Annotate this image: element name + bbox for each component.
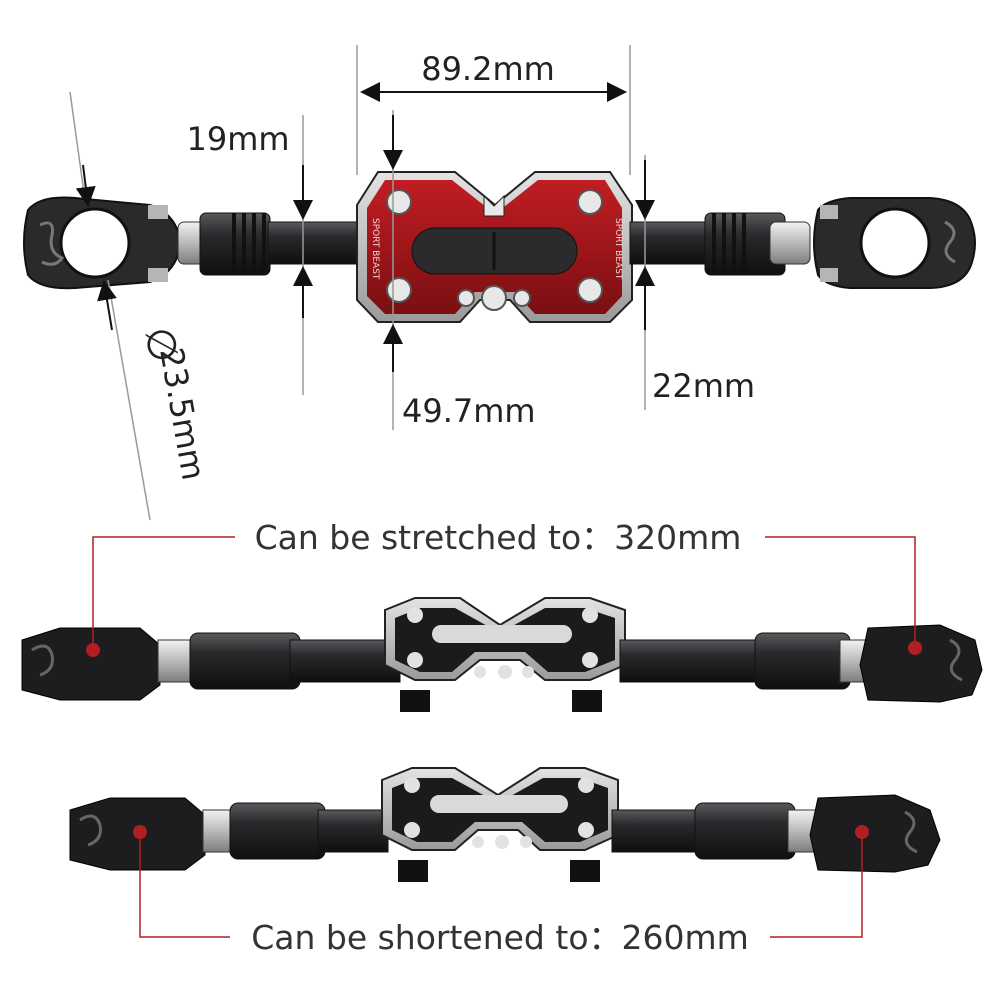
caption-stretched: Can be stretched to：320mm (255, 518, 742, 557)
center-mount-plate: SPORT BEAST SPORT BEAST (356, 171, 633, 323)
left-tube (267, 221, 364, 265)
engraving-left: SPORT BEAST (370, 218, 380, 280)
dim-arrow-23-top (75, 164, 96, 207)
right-joint (769, 221, 811, 265)
stretched-crossbar (21, 597, 983, 712)
right-rings (712, 213, 746, 275)
dim-arrow-23-bottom (97, 280, 117, 331)
left-rings (232, 213, 266, 275)
dim-label-49-7mm: 49.7mm (402, 392, 536, 430)
top-crossbar: SPORT BEAST SPORT BEAST (23, 171, 976, 323)
dim-label-23-5mm: 23.5mm (152, 345, 213, 483)
dim-label-89-2mm: 89.2mm (421, 50, 555, 88)
dim-diameter-symbol: ∅ (135, 324, 186, 366)
dimension-annotations (69, 45, 655, 521)
extension-line-23-bottom (107, 279, 151, 521)
right-tube (629, 221, 716, 265)
engraving-right: SPORT BEAST (613, 218, 623, 280)
caption-shortened: Can be shortened to：260mm (251, 918, 749, 957)
shortened-callout (139, 832, 863, 938)
extension-line-23-top (69, 91, 86, 201)
right-clamp (813, 197, 976, 289)
shortened-crossbar (69, 767, 941, 882)
stretched-callout (92, 536, 916, 650)
dim-label-19mm: 19mm (186, 120, 289, 158)
left-clamp (23, 196, 182, 290)
dim-label-22mm: 22mm (652, 367, 755, 405)
